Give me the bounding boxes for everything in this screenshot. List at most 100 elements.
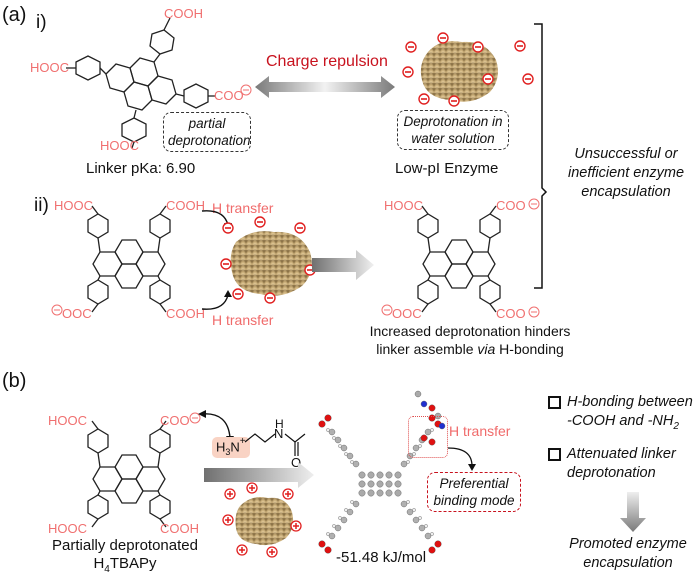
carbon-atom bbox=[328, 428, 336, 436]
enzyme-blob-b bbox=[235, 497, 294, 546]
amide-n: N bbox=[274, 426, 283, 441]
group-coo-b-tr: COO bbox=[160, 413, 190, 428]
h-transfer-b-label: H transfer bbox=[449, 423, 511, 439]
carbon-atom bbox=[358, 471, 366, 479]
oxygen-atom bbox=[428, 546, 436, 554]
linker-molecule-b: HOOC COO HOOC COOH bbox=[48, 412, 201, 536]
hydrogen-atom bbox=[326, 428, 330, 432]
hydrogen-atom bbox=[350, 460, 354, 464]
oxygen-atom bbox=[324, 546, 332, 554]
carbon-atom bbox=[334, 524, 342, 532]
oxygen-atom bbox=[434, 540, 442, 548]
right-bracket bbox=[534, 23, 548, 289]
oxygen-atom bbox=[318, 420, 326, 428]
carbon-atom bbox=[385, 489, 393, 497]
amide-o: O bbox=[291, 455, 301, 470]
h-transfer-highlight-box bbox=[408, 416, 448, 458]
product-molecule-aii: HOOC COO OOC COO bbox=[381, 198, 540, 321]
hydrogen-atom bbox=[344, 508, 348, 512]
amine-label: H3N+ bbox=[212, 436, 250, 458]
carbon-atom bbox=[376, 471, 384, 479]
bullet-attenuated: Attenuated linker deprotonation bbox=[548, 445, 676, 483]
down-arrow bbox=[620, 492, 646, 532]
partially-deprotonated-caption: Partially deprotonated H4TBAPy bbox=[52, 537, 198, 575]
hydrogen-atom bbox=[406, 500, 410, 504]
hydrogen-atom bbox=[350, 500, 354, 504]
ethylenediamine-chain: N H O bbox=[244, 417, 306, 470]
enzyme-positive-charges bbox=[222, 482, 302, 558]
carbon-atom bbox=[376, 489, 384, 497]
oxygen-atom bbox=[420, 434, 428, 442]
hydrogen-atom bbox=[430, 428, 434, 432]
hydrogen-atom bbox=[332, 436, 336, 440]
carbon-atom bbox=[385, 471, 393, 479]
enzyme-charges-aii bbox=[220, 216, 316, 304]
carbon-atom bbox=[367, 480, 375, 488]
hydrogen-atom bbox=[344, 452, 348, 456]
carbon-atom bbox=[418, 524, 426, 532]
preferential-binding-box: Preferential binding mode bbox=[427, 472, 521, 512]
hydrogen-atom bbox=[418, 444, 422, 448]
increased-deprotonation-caption: Increased deprotonation hinders linker a… bbox=[369, 323, 571, 357]
carbon-atom bbox=[346, 452, 354, 460]
carbon-atom bbox=[385, 480, 393, 488]
oxygen-atom bbox=[324, 414, 332, 422]
group-cooh-top: COOH bbox=[164, 6, 203, 21]
carbon-atom bbox=[400, 460, 408, 468]
bullet-h-bonding: H-bonding between -COOH and -NH2 bbox=[548, 393, 693, 436]
nitrogen-atom bbox=[438, 422, 446, 430]
carbon-atom bbox=[406, 508, 414, 516]
carbon-atom bbox=[334, 436, 342, 444]
h-transfer-top-label: H transfer bbox=[212, 200, 274, 216]
group-cooh-tr: COOH bbox=[166, 198, 205, 213]
enzyme-blob-aii bbox=[230, 231, 312, 296]
hydrogen-atom bbox=[412, 508, 416, 512]
carbon-atom bbox=[412, 516, 420, 524]
negative-charge-icon bbox=[240, 84, 252, 96]
group-cooh-b-br: COOH bbox=[160, 521, 199, 536]
enzyme-charges-ai bbox=[402, 32, 534, 107]
carbon-atom bbox=[412, 444, 420, 452]
checkbox-square-icon bbox=[548, 447, 561, 461]
binding-energy: -51.48 kJ/mol bbox=[336, 549, 427, 566]
group-hooc-tl: HOOC bbox=[54, 198, 93, 213]
promoted-encapsulation-text: Promoted enzyme encapsulation bbox=[569, 536, 687, 571]
group-coo-right: COO bbox=[214, 88, 244, 103]
panel-b-label: (b) bbox=[2, 370, 27, 392]
carbon-atom bbox=[367, 489, 375, 497]
carbon-atom bbox=[328, 532, 336, 540]
carbon-atom bbox=[424, 532, 432, 540]
binding-mode-arrow bbox=[447, 447, 476, 471]
oxygen-atom bbox=[428, 404, 436, 412]
part-ii-label: ii) bbox=[34, 195, 49, 216]
group-ooc-product-bl: OOC bbox=[392, 306, 422, 321]
panel-a-label: (a) bbox=[2, 4, 27, 26]
group-hooc-b-tl: HOOC bbox=[48, 413, 87, 428]
group-ooc-bl: OOC bbox=[62, 306, 92, 321]
hydrogen-atom bbox=[406, 460, 410, 464]
linker-molecule-ai: COOH HOOC COO HOOC bbox=[30, 6, 252, 153]
carbon-atom bbox=[376, 480, 384, 488]
right-arrow-aii bbox=[312, 250, 374, 280]
carbon-atom bbox=[340, 444, 348, 452]
charge-repulsion-label: Charge repulsion bbox=[266, 53, 388, 70]
group-hooc-product: HOOC bbox=[384, 198, 423, 213]
deprotonation-water-box: Deprotonation in water solution bbox=[397, 110, 509, 150]
nitrogen-atom bbox=[420, 400, 428, 408]
low-pi-enzyme-caption: Low-pI Enzyme bbox=[395, 160, 499, 177]
hydrogen-atom bbox=[332, 524, 336, 528]
partial-deprotonation-box: partial deprotonation bbox=[163, 112, 251, 152]
part-i-label: i) bbox=[36, 12, 47, 33]
ball-and-stick-model bbox=[318, 390, 446, 554]
checkbox-square-icon bbox=[548, 395, 561, 409]
carbon-atom bbox=[346, 508, 354, 516]
group-coo-product-br: COO bbox=[496, 306, 526, 321]
carbon-atom bbox=[414, 390, 422, 398]
carbon-atom bbox=[340, 516, 348, 524]
linker-pka-caption: Linker pKa: 6.90 bbox=[86, 160, 196, 177]
hydrogen-atom bbox=[424, 524, 428, 528]
carbon-atom bbox=[358, 489, 366, 497]
unsuccessful-encapsulation-text: Unsuccessful or inefficient enzyme encap… bbox=[567, 146, 685, 200]
hydrogen-atom bbox=[326, 532, 330, 536]
hydrogen-atom bbox=[338, 516, 342, 520]
